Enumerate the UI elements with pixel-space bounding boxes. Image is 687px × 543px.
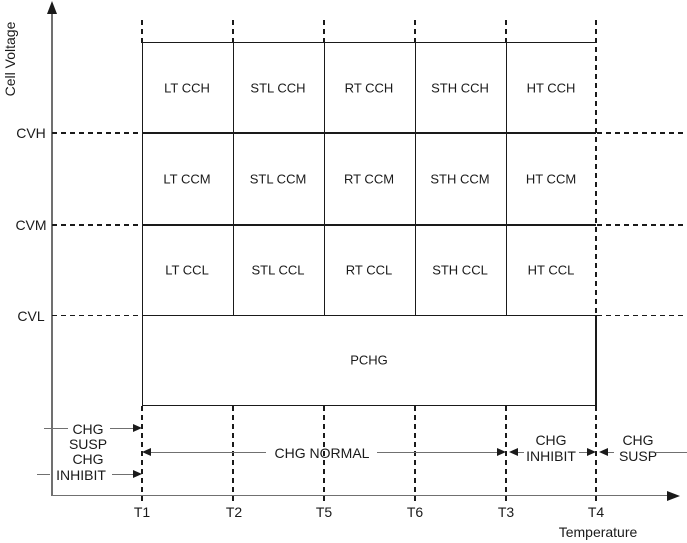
grid-cell-ht-cch: HT CCH: [526, 80, 576, 96]
chg-inhibit-span-left-stub: [518, 452, 524, 454]
chg-inhibit-arrow-line: [112, 474, 134, 476]
grid-cell-rt-ccm: RT CCM: [343, 171, 395, 187]
grid-cell-sth-ccm: STH CCM: [430, 171, 490, 187]
grid-cell-stl-cch: STL CCH: [250, 80, 306, 96]
grid-cell-stl-ccm: STL CCM: [249, 171, 307, 187]
chg-normal-right-arrowhead-icon: [497, 448, 506, 456]
t5-column-divider: [323, 41, 325, 316]
cvm-dashed-right: [597, 224, 687, 226]
t1-dashed-top: [141, 20, 143, 43]
t3-tick-label: T3: [497, 504, 515, 520]
cvh-dashed-right: [597, 132, 687, 134]
chg-susp-arrowhead-icon: [133, 424, 142, 432]
chg-susp-arrow-line: [110, 428, 134, 430]
t2-column-divider: [232, 41, 234, 316]
t2-dashed-bottom: [232, 406, 234, 501]
t2-tick-label: T2: [225, 504, 243, 520]
cvm-grid-line: [142, 224, 596, 226]
chg-susp-span-left-stub: [608, 452, 614, 454]
left-chg-inhibit-line2: INHIBIT: [56, 467, 106, 483]
left-chg-susp-line1: CHG: [72, 421, 104, 437]
chg-susp-span-line1: CHG: [622, 432, 654, 448]
t6-dashed-bottom: [414, 406, 416, 501]
t5-dashed-bottom: [323, 406, 325, 501]
t4-dashed-upper: [595, 20, 597, 316]
chg-inhibit-span-right-stub: [579, 452, 587, 454]
t1-tick-label: T1: [133, 504, 151, 520]
cvh-label: CVH: [16, 125, 46, 141]
grid-cell-lt-cch: LT CCH: [164, 80, 210, 96]
box-top-line: [142, 41, 596, 43]
box-left-line: [141, 41, 143, 406]
t5-tick-label: T5: [315, 504, 333, 520]
y-axis-arrow-icon: [47, 1, 57, 14]
t6-column-divider: [414, 41, 416, 316]
grid-cell-sth-ccl: STH CCL: [432, 262, 488, 278]
chg-susp-span-line2: SUSP: [618, 448, 658, 464]
t2-dashed-top: [232, 20, 234, 43]
grid-cell-ht-ccm: HT CCM: [525, 171, 577, 187]
chg-susp-leader-line: [44, 428, 68, 430]
left-chg-susp-line2: SUSP: [68, 436, 108, 452]
grid-cell-lt-ccl: LT CCL: [165, 262, 209, 278]
cvh-grid-line: [142, 132, 596, 134]
chg-inhibit-span-line1: CHG: [535, 432, 567, 448]
chg-inhibit-span-left-arrowhead-icon: [509, 448, 518, 456]
grid-cell-sth-cch: STH CCH: [431, 80, 489, 96]
chg-inhibit-span-right-arrowhead-icon: [587, 448, 596, 456]
grid-cell-rt-cch: RT CCH: [344, 80, 394, 96]
cvl-label: CVL: [17, 308, 45, 324]
cvl-dashed-right: [597, 314, 687, 317]
chg-inhibit-leader-line: [37, 474, 50, 476]
x-axis-title: Temperature: [558, 524, 638, 540]
pchg-region-label: PCHG: [350, 352, 388, 368]
t5-dashed-top: [323, 20, 325, 43]
cvl-grid-line: [142, 314, 596, 316]
t6-dashed-top: [414, 20, 416, 43]
grid-cell-lt-ccm: LT CCM: [163, 171, 211, 187]
cvm-dashed-left: [52, 224, 142, 226]
chg-inhibit-span-line2: INHIBIT: [526, 448, 576, 464]
y-axis-title: Cell Voltage: [2, 21, 18, 97]
box-right-line-pchg: [595, 314, 597, 406]
chg-normal-line-left: [151, 452, 266, 454]
grid-cell-ht-ccl: HT CCL: [527, 262, 575, 278]
t3-dashed-top: [505, 20, 507, 43]
grid-cell-rt-ccl: RT CCL: [345, 262, 393, 278]
cvm-label: CVM: [15, 217, 47, 233]
cvh-dashed-left: [52, 132, 142, 134]
t4-tick-label: T4: [587, 504, 605, 520]
left-chg-inhibit-line1: CHG: [72, 451, 104, 467]
chg-normal-left-arrowhead-icon: [142, 448, 151, 456]
box-bottom-line: [142, 404, 596, 406]
x-axis-arrow-icon: [667, 491, 680, 501]
chg-susp-span-right-line: [655, 452, 687, 454]
cvl-dashed-left: [52, 314, 142, 317]
x-axis-line: [52, 495, 669, 497]
t3-column-divider: [505, 41, 507, 316]
chg-normal-label: CHG NORMAL: [274, 445, 370, 461]
t1-dashed-bottom: [141, 406, 143, 501]
chg-susp-span-left-arrowhead-icon: [599, 448, 608, 456]
chg-normal-line-right: [377, 452, 498, 454]
chg-inhibit-arrowhead-icon: [133, 470, 142, 478]
y-axis-line: [51, 9, 53, 496]
grid-cell-stl-ccl: STL CCL: [251, 262, 305, 278]
t6-tick-label: T6: [406, 504, 424, 520]
